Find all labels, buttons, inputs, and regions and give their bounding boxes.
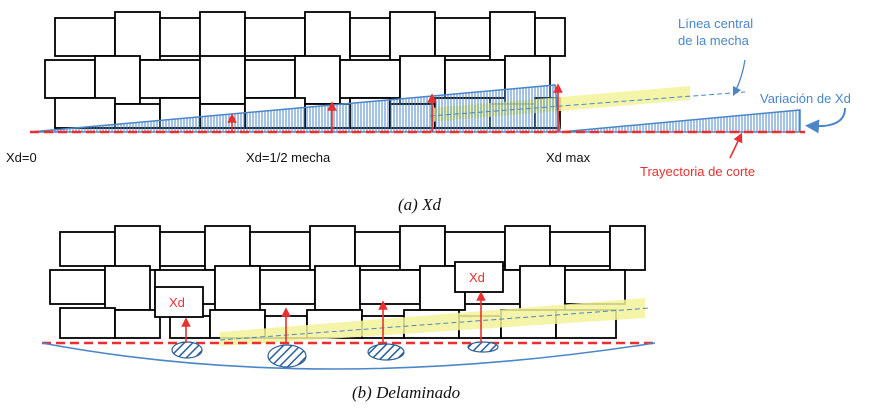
cut-path-arrow (729, 132, 743, 159)
xd-label-1: Xd (169, 295, 185, 310)
tow-band-b (220, 298, 645, 346)
delamination-curve (41, 342, 656, 370)
weave-pattern-b (49, 225, 646, 339)
xd-half-label: Xd=1/2 mecha (246, 150, 331, 165)
variation-label: Variación de Xd (760, 91, 851, 106)
delamination-blob-1 (171, 341, 203, 359)
caption-b: (b) Delaminado (352, 383, 460, 402)
variation-pointer (805, 107, 846, 134)
panel-a: Línea central de la mecha Variación de X… (6, 11, 851, 214)
xd-variation-wedge (559, 109, 801, 133)
cut-path-label: Trayectoria de corte (640, 164, 755, 179)
delamination-blob-3 (367, 343, 405, 361)
delamination-blob-2 (267, 344, 307, 368)
xd-box-2 (454, 261, 504, 293)
xd-box-1 (154, 286, 204, 318)
xd0-label: Xd=0 (6, 150, 37, 165)
center-line-label-1: Línea central (678, 16, 753, 31)
panel-b: Xd Xd (b) Delaminado (41, 225, 656, 402)
center-line-label-2: de la mecha (678, 33, 750, 48)
caption-a: (a) Xd (398, 195, 441, 214)
xd-max-label: Xd max (546, 150, 591, 165)
xd-label-2: Xd (469, 270, 485, 285)
delamination-blob-4 (467, 341, 499, 353)
center-line-pointer (732, 59, 746, 97)
